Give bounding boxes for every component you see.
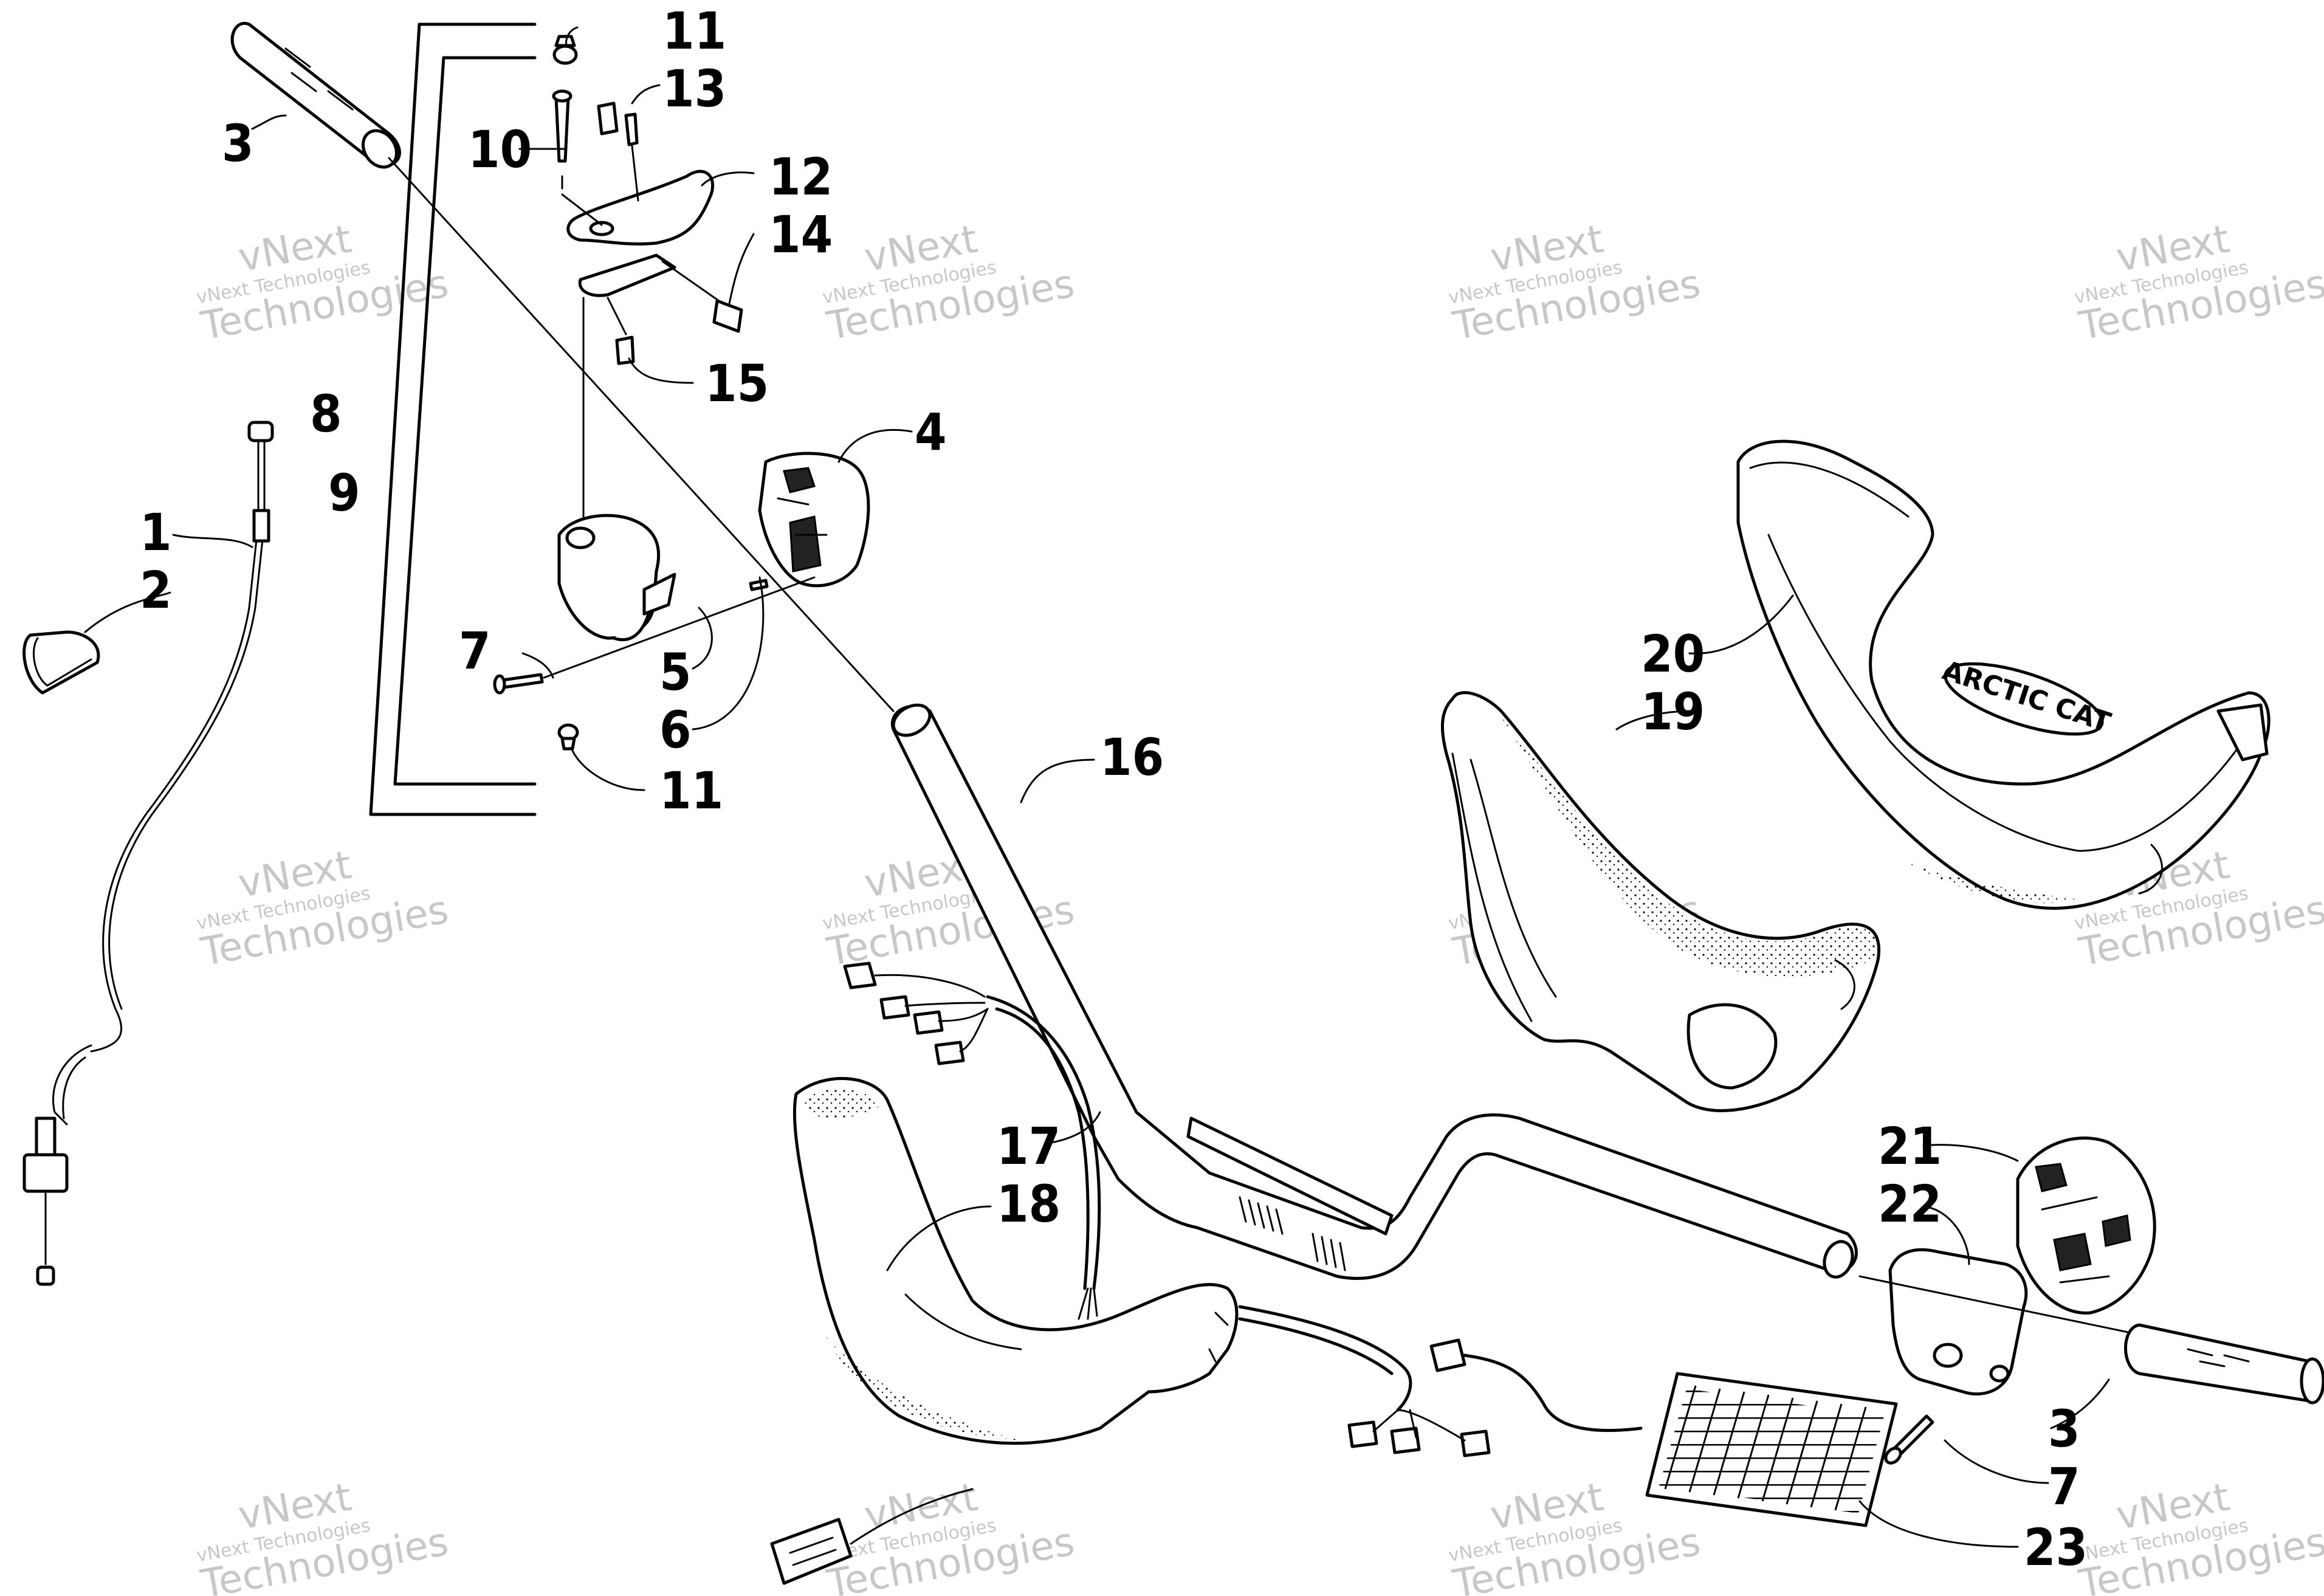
watermark: vNext vNext Technologies Technologies bbox=[2073, 217, 2324, 349]
switch-housing-right-side bbox=[2016, 1137, 2156, 1315]
watermark: vNext vNext Technologies Technologies bbox=[821, 1475, 1078, 1596]
watermark: vNext vNext Technologies Technologies bbox=[1447, 217, 1704, 349]
callout-20: 20 bbox=[1641, 624, 1705, 684]
callout-22: 22 bbox=[1878, 1174, 1942, 1234]
callout-8: 8 bbox=[310, 384, 342, 444]
switch-housing-left bbox=[557, 514, 676, 642]
handlebar bbox=[890, 703, 1858, 1280]
watermark: vNext vNext Technologies Technologies bbox=[195, 1475, 452, 1596]
callout-15: 15 bbox=[705, 354, 769, 413]
callout-16: 16 bbox=[1100, 727, 1164, 787]
switch-housing-right bbox=[758, 452, 870, 588]
leader-lines bbox=[84, 26, 2110, 1548]
screw-right bbox=[1884, 1414, 1934, 1465]
callout-17: 17 bbox=[997, 1116, 1061, 1176]
watermark: vNext vNext Technologies Technologies bbox=[195, 217, 452, 349]
callout-19: 19 bbox=[1641, 682, 1705, 741]
assembly-line bbox=[388, 157, 895, 712]
callout-3-right: 3 bbox=[2048, 1399, 2080, 1459]
callout-11-bottom: 11 bbox=[659, 761, 723, 820]
wiring-harness bbox=[843, 961, 1101, 1320]
callout-4: 4 bbox=[915, 402, 947, 462]
callout-6: 6 bbox=[659, 700, 692, 760]
watermark: vNext vNext Technologies Technologies bbox=[195, 843, 452, 975]
heater-element bbox=[1645, 1372, 1898, 1527]
callout-7-right: 7 bbox=[2048, 1457, 2080, 1516]
seat-cover: ARCTIC CAT bbox=[1736, 439, 2271, 910]
switch-cover-right bbox=[1888, 1248, 2028, 1396]
callout-1: 1 bbox=[140, 503, 172, 562]
callout-23: 23 bbox=[2024, 1518, 2088, 1577]
upper-hardware bbox=[552, 35, 743, 518]
cable-clip bbox=[22, 630, 100, 695]
callout-10: 10 bbox=[468, 120, 532, 179]
callout-9: 9 bbox=[328, 463, 360, 523]
callout-5: 5 bbox=[659, 642, 692, 702]
watermark: vNext vNext Technologies Technologies bbox=[2073, 1475, 2324, 1596]
heater-wiring bbox=[1238, 1305, 1643, 1457]
bracket-8-9 bbox=[369, 22, 537, 816]
callout-2: 2 bbox=[140, 560, 172, 620]
callouts: 11 13 3 10 12 14 15 8 4 9 1 2 7 5 6 11 1… bbox=[140, 1, 2088, 1577]
callout-14: 14 bbox=[769, 205, 833, 264]
callout-21: 21 bbox=[1878, 1116, 1942, 1176]
callout-11-top: 11 bbox=[662, 1, 726, 61]
callout-12: 12 bbox=[769, 147, 833, 207]
watermark: vNext vNext Technologies Technologies bbox=[821, 217, 1078, 349]
assembly-line bbox=[1858, 1275, 2153, 1338]
callout-18: 18 bbox=[997, 1174, 1061, 1234]
seat-foam bbox=[1440, 691, 1880, 1112]
callout-7-left: 7 bbox=[459, 621, 491, 681]
grip-right bbox=[2124, 1323, 2324, 1405]
handlebar-pad bbox=[770, 1077, 1239, 1585]
callout-3-left: 3 bbox=[222, 114, 254, 173]
throttle-cable bbox=[22, 421, 274, 1286]
grip-left bbox=[230, 21, 401, 169]
callout-13: 13 bbox=[662, 59, 726, 119]
